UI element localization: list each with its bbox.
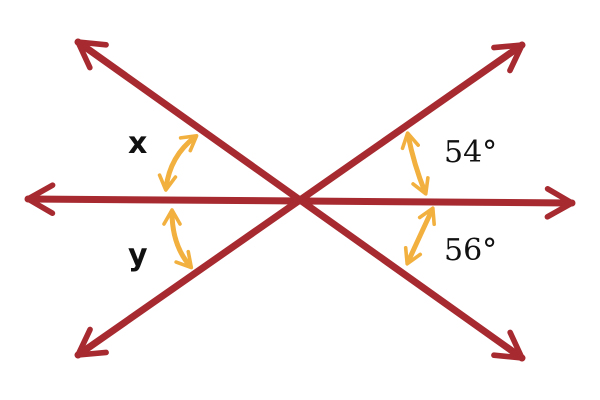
angle-arc-56 [403, 206, 436, 266]
angle-arc-y [162, 208, 194, 270]
angle-label-56: 56° [444, 233, 497, 268]
angle-arc-x [157, 133, 199, 192]
angle-label-x: x [128, 126, 147, 161]
angle-label-y: y [128, 238, 148, 273]
ascending-diagonal-line [74, 41, 526, 359]
angle-arc-54 [400, 131, 430, 196]
angle-label-54: 54° [444, 135, 497, 170]
